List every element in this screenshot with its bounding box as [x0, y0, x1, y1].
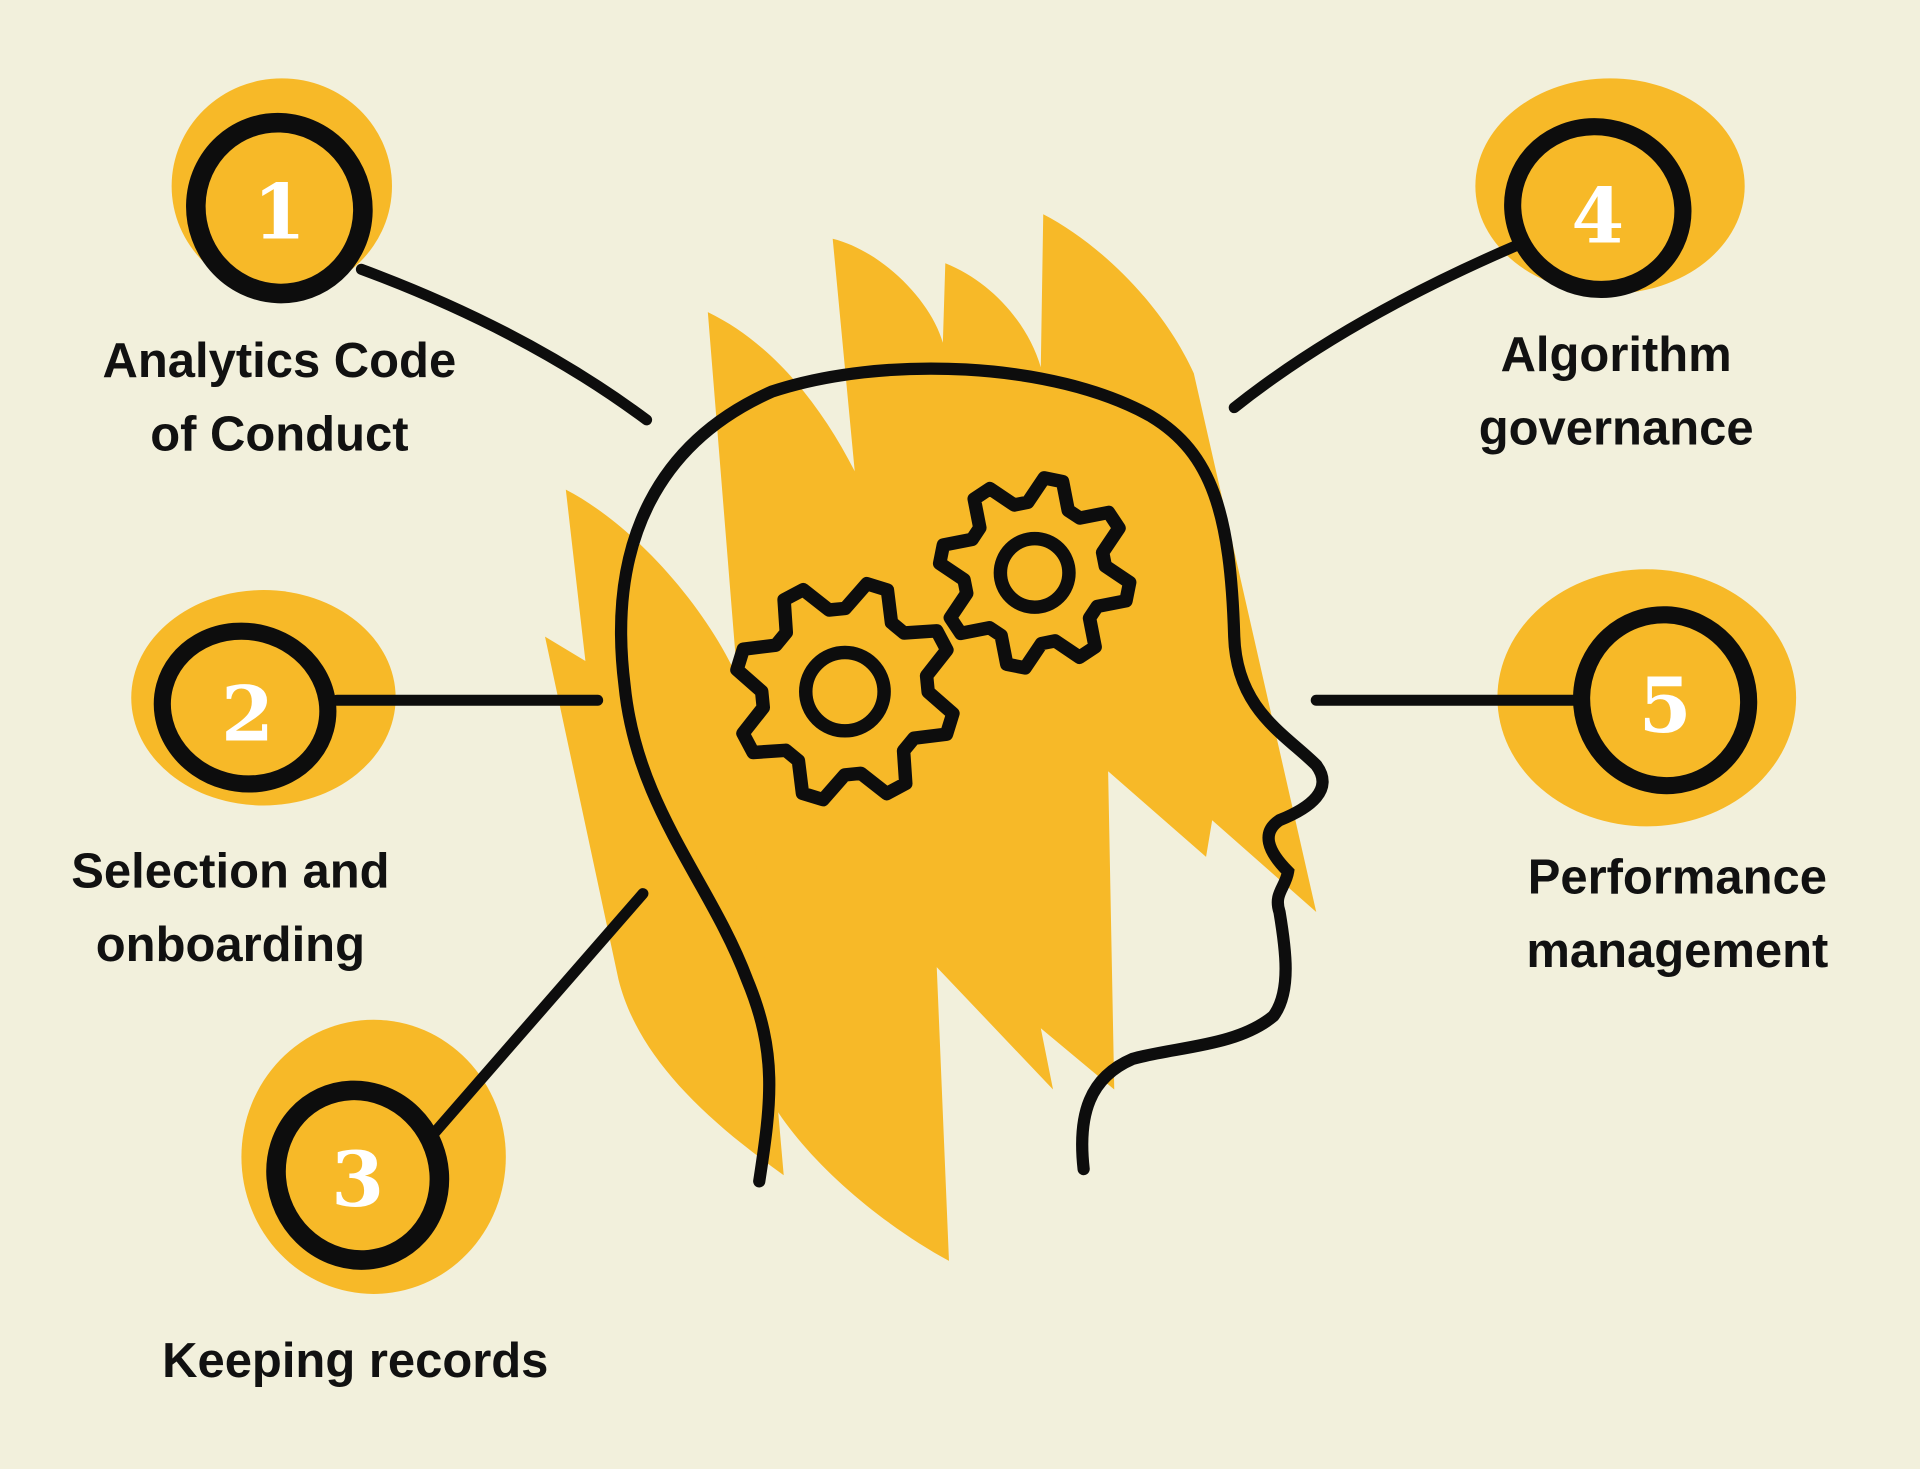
streak-main — [707, 214, 1317, 1261]
step-2-badge: 2 — [153, 622, 337, 793]
labels: Analytics Code of Conduct Selection and … — [71, 328, 1828, 1388]
streak-left — [545, 489, 784, 1176]
label-5-line-2: management — [1526, 924, 1828, 978]
ring-1 — [186, 112, 373, 304]
step-number-5: 5 — [1639, 661, 1692, 750]
label-5-line-1: Performance — [1528, 851, 1827, 905]
ring-4 — [1504, 118, 1692, 299]
connector-lines — [331, 239, 1579, 1138]
step-5-badge: 5 — [1573, 606, 1758, 795]
head-outline-icon — [615, 362, 1329, 1188]
label-1-line-1: Analytics Code — [103, 334, 457, 388]
step-number-4: 4 — [1571, 171, 1624, 260]
connector-1 — [355, 263, 653, 426]
step-number-1: 1 — [253, 168, 306, 257]
label-4-line-1: Algorithm — [1501, 328, 1732, 382]
brush-streaks — [545, 214, 1317, 1261]
large-gear-icon — [730, 576, 960, 807]
small-gear-icon — [932, 471, 1137, 675]
ring-2 — [153, 622, 337, 793]
label-2-line-2: onboarding — [96, 918, 365, 972]
step-4-badge: 4 — [1504, 118, 1692, 299]
label-4-line-2: governance — [1479, 401, 1754, 455]
connector-3 — [429, 888, 649, 1138]
connector-4 — [1228, 239, 1524, 414]
label-2-line-1: Selection and — [71, 845, 389, 899]
step-1-badge: 1 — [186, 112, 373, 304]
step-number-2: 2 — [221, 670, 274, 759]
ring-3 — [266, 1080, 450, 1270]
small-gear-hole — [993, 531, 1076, 614]
step-number-3: 3 — [331, 1135, 384, 1224]
gears — [730, 471, 1137, 807]
ring-5 — [1573, 606, 1758, 795]
numbered-rings: 1 2 3 4 5 — [153, 112, 1758, 1270]
blob-3 — [241, 1019, 506, 1294]
step-3-badge: 3 — [266, 1080, 450, 1270]
label-1-line-2: of Conduct — [150, 407, 408, 461]
large-gear-hole — [799, 645, 891, 738]
label-3-line-1: Keeping records — [162, 1334, 548, 1388]
